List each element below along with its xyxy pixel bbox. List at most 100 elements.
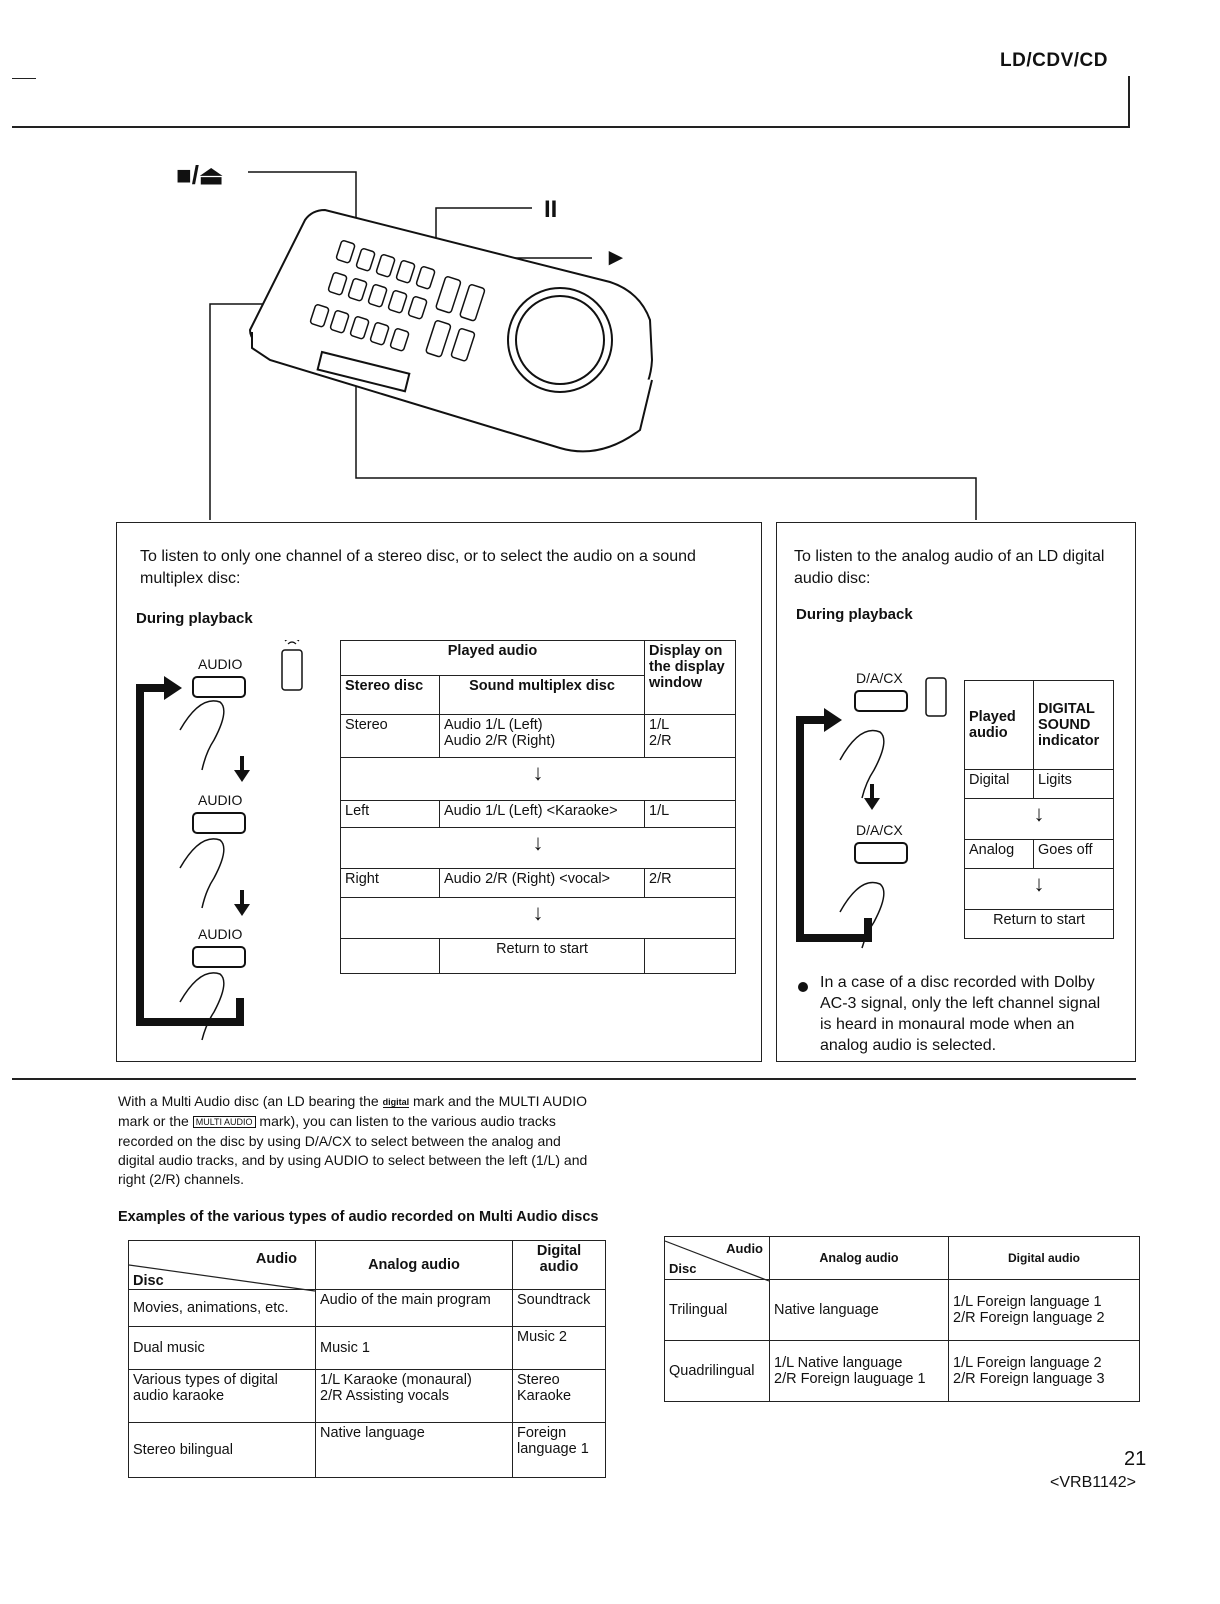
played-audio-header: Played audio [340, 640, 645, 676]
right-intro: To listen to the analog audio of an LD d… [794, 548, 1105, 587]
dolby-note: In a case of a disc recorded with Dolby … [820, 974, 1101, 1054]
play-label: ► [604, 244, 628, 271]
dacx-button-label-2: D/A/CX [856, 822, 903, 838]
table-b-disc-header: Disc [669, 1261, 697, 1276]
section-title: LD/CDV/CD [1000, 50, 1108, 71]
row-left-multiplex: Audio 1/L (Left) <Karaoke> [439, 800, 645, 828]
multi-audio-table-a: Audio Disc Analog audio Digital audio Mo… [128, 1240, 606, 1478]
table-b-digital-header: Digital audio [948, 1236, 1140, 1280]
table-b-row2-disc: Quadrilingual [664, 1340, 770, 1402]
header-rule-end [1128, 76, 1130, 126]
dacx-button-label-1: D/A/CX [856, 670, 903, 686]
multi-audio-text-3: mark), you can listen to the various aud… [118, 1112, 588, 1187]
header-rule [12, 126, 1130, 128]
audio-button[interactable] [192, 676, 246, 698]
left-audio-table: Played audio Display on the display wind… [340, 640, 736, 974]
table-a-row2-analog: Music 1 [315, 1326, 513, 1370]
stop-eject-label: ■/⏏ [176, 160, 224, 190]
table-a-row3-analog: 1/L Karaoke (monaural) 2/R Assisting voc… [315, 1369, 513, 1423]
digital-sound-indicator-header: DIGITAL SOUND indicator [1033, 680, 1114, 770]
digital-audio-logo: digital [382, 1096, 410, 1108]
table-b-row1-analog: Native language [769, 1279, 949, 1341]
row-right-display: 2/R [644, 868, 736, 898]
table-a-disc-header: Disc [133, 1273, 164, 1289]
table-a-row1-disc: Movies, animations, etc. [128, 1289, 316, 1327]
dacx-button-2[interactable] [854, 842, 908, 864]
left-procedure-diagram [136, 640, 303, 1041]
row-digital-indicator: Ligits [1033, 769, 1114, 799]
table-a-digital-header: Digital audio [512, 1240, 606, 1290]
display-header: Display on the display window [644, 640, 736, 715]
right-panel [776, 522, 1136, 1062]
table-a-row4-analog: Native language [315, 1422, 513, 1478]
table-a-row4-disc: Stereo bilingual [128, 1422, 316, 1478]
table-b-row1-disc: Trilingual [664, 1279, 770, 1341]
audio-button-3[interactable] [192, 946, 246, 968]
row-right: Right [340, 868, 440, 898]
row-analog-indicator: Goes off [1033, 839, 1114, 869]
multi-audio-table-b: Audio Disc Analog audio Digital audio Tr… [664, 1236, 1140, 1402]
multi-audio-logo: MULTI AUDIO [192, 1115, 256, 1128]
table-arrow-2: ↓ [340, 827, 736, 869]
table-a-row2-digital: Music 2 [512, 1326, 606, 1370]
row-right-multiplex: Audio 2/R (Right) <vocal> [439, 868, 645, 898]
return-empty-1 [340, 938, 440, 974]
right-audio-table: Played audio DIGITAL SOUND indicator Dig… [964, 680, 1114, 939]
table-b-audio-header: Audio [726, 1241, 763, 1256]
header-mark [12, 78, 36, 79]
table-a-row4-digital: Foreign language 1 [512, 1422, 606, 1478]
row-stereo-display: 1/L 2/R [644, 714, 736, 758]
stereo-disc-header: Stereo disc [340, 675, 440, 715]
audio-button-label-3: AUDIO [198, 926, 243, 942]
right-during-playback: During playback [796, 606, 913, 623]
multi-audio-text-2: mark and the MULTI AUDIO mark or the [118, 1093, 587, 1129]
row-stereo: Stereo [340, 714, 440, 758]
note-bullet [798, 982, 808, 992]
left-intro: To listen to only one channel of a stere… [140, 548, 696, 587]
row-left-display: 1/L [644, 800, 736, 828]
return-empty-2 [644, 938, 736, 974]
table-b-diagonal [665, 1240, 769, 1282]
table-b-row2-digital: 1/L Foreign language 2 2/R Foreign langu… [948, 1340, 1140, 1402]
right-table-arrow-1: ↓ [964, 798, 1114, 840]
row-left: Left [340, 800, 440, 828]
table-b-row1-digital: 1/L Foreign language 1 2/R Foreign langu… [948, 1279, 1140, 1341]
table-a-corner: Audio Disc [128, 1240, 316, 1292]
multi-audio-text-1: With a Multi Audio disc (an LD bearing t… [118, 1093, 383, 1109]
table-a-row1-digital: Soundtrack [512, 1289, 606, 1327]
doc-code: <VRB1142> [1050, 1474, 1136, 1491]
dacx-button[interactable] [854, 690, 908, 712]
table-arrow-1: ↓ [340, 757, 736, 801]
table-a-row3-digital: Stereo Karaoke [512, 1369, 606, 1423]
table-b-analog-header: Analog audio [769, 1236, 949, 1280]
left-during-playback: During playback [136, 610, 253, 627]
examples-title: Examples of the various types of audio r… [118, 1209, 599, 1225]
table-a-diagonal [129, 1264, 315, 1292]
audio-button-2[interactable] [192, 812, 246, 834]
table-a-analog-header: Analog audio [315, 1240, 513, 1290]
table-a-audio-header: Audio [255, 1251, 297, 1267]
table-a-row1-analog: Audio of the main program [315, 1289, 513, 1327]
row-digital: Digital [964, 769, 1034, 799]
pause-label: II [544, 196, 558, 223]
row-analog: Analog [964, 839, 1034, 869]
audio-button-label-2: AUDIO [198, 792, 243, 808]
return-to-start-left: Return to start [439, 938, 645, 974]
right-procedure-diagram [796, 677, 947, 949]
audio-button-label-1: AUDIO [198, 656, 243, 672]
table-b-corner: Audio Disc [664, 1236, 770, 1282]
section-rule [12, 1078, 1136, 1080]
row-stereo-multiplex: Audio 1/L (Left) Audio 2/R (Right) [439, 714, 645, 758]
multi-audio-paragraph: With a Multi Audio disc (an LD bearing t… [118, 1092, 594, 1189]
table-a-row3-disc: Various types of digital audio karaoke [128, 1369, 316, 1423]
remote-illustration [209, 171, 977, 520]
right-table-arrow-2: ↓ [964, 868, 1114, 910]
page-number: 21 [1124, 1448, 1147, 1470]
table-a-row2-disc: Dual music [128, 1326, 316, 1370]
table-b-row2-analog: 1/L Native language 2/R Foreign lauguage… [769, 1340, 949, 1402]
return-to-start-right: Return to start [964, 909, 1114, 939]
right-played-audio-header: Played audio [964, 680, 1034, 770]
left-panel [116, 522, 762, 1062]
multiplex-header: Sound multiplex disc [439, 675, 645, 715]
table-arrow-3: ↓ [340, 897, 736, 939]
